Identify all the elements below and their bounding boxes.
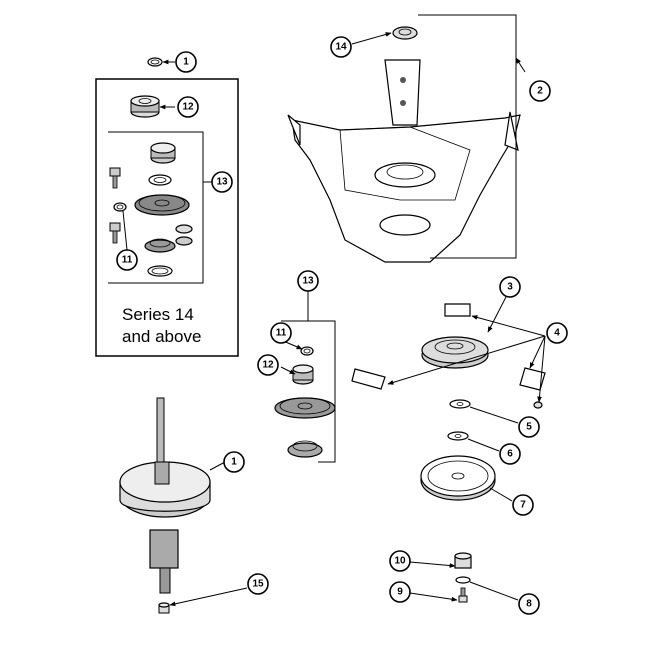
svg-text:1: 1 <box>231 457 237 468</box>
nut-4 <box>533 401 543 409</box>
svg-text:12: 12 <box>182 102 194 113</box>
washer-6 <box>447 431 469 441</box>
svg-text:11: 11 <box>276 328 287 339</box>
callout-13-mid: 13 <box>297 270 319 292</box>
callout-7: 7 <box>512 494 534 516</box>
pad-4-left <box>351 368 386 390</box>
callout-9: 9 <box>389 581 411 603</box>
pulley-7 <box>420 455 496 501</box>
svg-text:5: 5 <box>526 422 532 433</box>
callout-1-bottom: 1 <box>223 451 245 473</box>
bracket-2 <box>418 14 517 259</box>
callout-6: 6 <box>499 443 521 465</box>
svg-text:15: 15 <box>252 579 264 590</box>
svg-text:1: 1 <box>183 57 189 68</box>
washer-8 <box>455 576 471 584</box>
svg-text:12: 12 <box>262 360 274 371</box>
callout-15: 15 <box>247 573 269 595</box>
series-note-line1: Series 14 <box>122 305 194 324</box>
callout-14: 14 <box>330 36 352 58</box>
callout-11-top: 11 <box>116 249 138 271</box>
callout-11-mid: 11 <box>270 322 292 344</box>
pulley-3 <box>421 336 489 369</box>
callout-2: 2 <box>529 80 551 102</box>
callout-4: 4 <box>546 322 568 344</box>
svg-text:9: 9 <box>397 587 403 598</box>
svg-text:13: 13 <box>216 177 228 188</box>
callout-3: 3 <box>499 276 521 298</box>
svg-text:8: 8 <box>526 599 532 610</box>
screw-9 <box>458 587 468 603</box>
callout-8: 8 <box>518 593 540 615</box>
callout-1-top: 1 <box>175 51 197 73</box>
series-14-box <box>95 78 239 357</box>
pad-4-top <box>444 303 471 317</box>
svg-text:11: 11 <box>122 255 133 266</box>
nut-top-12 <box>130 95 160 118</box>
svg-text:6: 6 <box>507 449 513 460</box>
retaining-ring-top <box>147 57 163 67</box>
svg-text:4: 4 <box>554 328 560 339</box>
kit-parts-mid <box>274 346 336 458</box>
washer-5 <box>449 399 471 409</box>
svg-text:13: 13 <box>302 276 314 287</box>
svg-text:14: 14 <box>335 42 347 53</box>
svg-text:2: 2 <box>537 86 543 97</box>
callout-10: 10 <box>389 550 411 572</box>
series-note-line2: and above <box>122 327 201 346</box>
svg-text:7: 7 <box>520 500 526 511</box>
bearing-14 <box>392 26 418 40</box>
svg-text:10: 10 <box>394 556 406 567</box>
kit-parts <box>109 142 193 277</box>
clamp-10 <box>454 552 472 569</box>
bracket-13-top <box>108 131 204 284</box>
callout-12-mid: 12 <box>257 354 279 376</box>
svg-text:3: 3 <box>507 282 513 293</box>
bushing-15 <box>158 602 170 614</box>
callout-12-top: 12 <box>177 96 199 118</box>
transmission-1 <box>119 397 211 594</box>
callout-13-top: 13 <box>211 171 233 193</box>
callout-5: 5 <box>518 416 540 438</box>
tub-support <box>287 59 521 263</box>
